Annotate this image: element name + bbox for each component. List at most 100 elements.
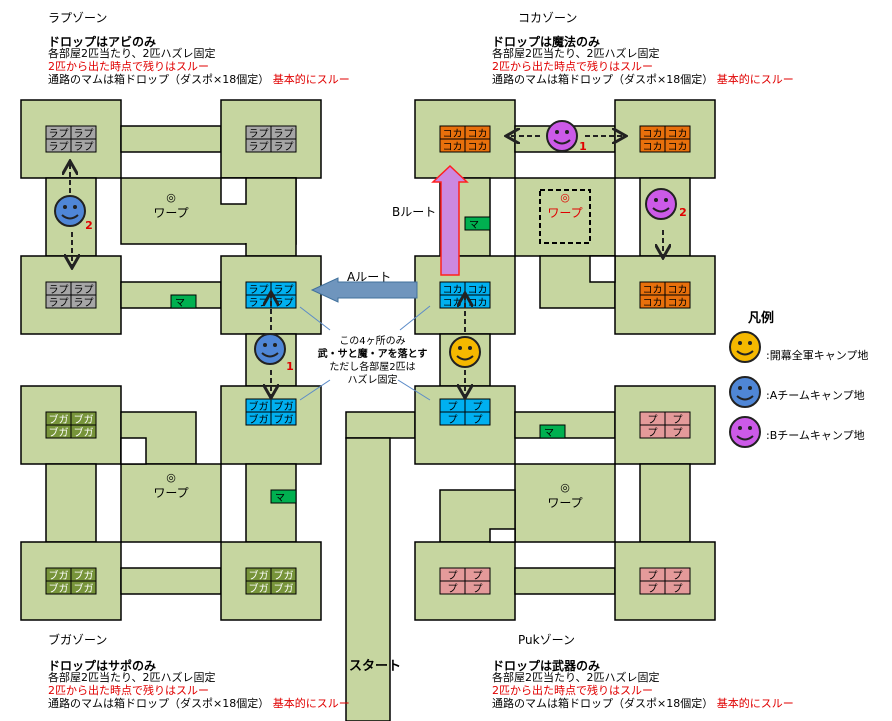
- route-a-arrow: [310, 277, 418, 303]
- zone-line3: 通路のマムは箱ドロップ（ダスポ×18個定） 基本的にスルー: [48, 697, 350, 710]
- monster-name: プ: [673, 583, 683, 595]
- zone-line3: 通路のマムは箱ドロップ（ダスポ×18個定） 基本的にスルー: [48, 73, 350, 86]
- monster-name: ブガ: [274, 582, 294, 595]
- monster-name: ブガ: [49, 426, 69, 439]
- route-a-label: Aルート: [347, 270, 392, 284]
- mouth: [456, 355, 474, 361]
- monster-name: ブガ: [74, 413, 94, 426]
- mouth: [736, 350, 754, 356]
- eye: [565, 130, 569, 134]
- eye: [654, 198, 658, 202]
- monster-name: コカ: [443, 284, 463, 296]
- monster-name: ブガ: [249, 400, 269, 413]
- monster-name: ブガ: [249, 569, 269, 582]
- warp-label: ワープ: [153, 206, 188, 220]
- wall-notch: [220, 177, 247, 205]
- monster-name: プ: [473, 401, 483, 413]
- eye: [263, 343, 267, 347]
- mam-box: [170, 294, 197, 309]
- monster-name: コカ: [468, 284, 488, 296]
- eye: [738, 341, 742, 345]
- zone-line3: 通路のマムは箱ドロップ（ダスポ×18個定） 基本的にスルー: [492, 697, 794, 710]
- floor: [516, 569, 614, 593]
- monster-name: プ: [473, 570, 483, 582]
- start-label: スタート: [349, 659, 402, 674]
- monster-cell: [270, 580, 297, 595]
- monster-name: ラプ: [74, 284, 94, 296]
- special-rooms-note: この4ヶ所のみ 武・サと魔・アを落とす ただし各部屋2匹は ハズレ固定: [310, 335, 435, 387]
- monster-cell: [664, 294, 691, 309]
- legend-item-a: :Aチームキャンプ地: [766, 389, 865, 402]
- zone-drop-lap: ドロップはアビのみ: [48, 35, 157, 49]
- monster-name: コカ: [443, 297, 463, 309]
- monster-name: プ: [648, 414, 658, 426]
- mouth: [736, 435, 754, 441]
- monster-name: コカ: [668, 284, 688, 296]
- monster-name: ラプ: [274, 141, 294, 153]
- monster-name: プ: [648, 583, 658, 595]
- monster-name: ラプ: [274, 284, 294, 296]
- monster-cell: [464, 580, 491, 595]
- team-b-camp-icon: [546, 120, 578, 152]
- monster-name: コカ: [643, 141, 663, 153]
- warp-icon: ◎: [560, 191, 570, 204]
- monster-name: ブガ: [74, 426, 94, 439]
- eye: [738, 426, 742, 430]
- legend-team-a-icon: [729, 376, 761, 408]
- mouth: [652, 207, 670, 213]
- legend-item-b: :Bチームキャンプ地: [766, 429, 865, 442]
- zone-title-lap: ラプゾーン: [48, 11, 108, 25]
- eye: [748, 426, 752, 430]
- legend-title: 凡例: [748, 311, 775, 326]
- floor: [516, 465, 614, 541]
- monster-name: プ: [673, 414, 683, 426]
- floor: [347, 413, 414, 437]
- monster-name: ブガ: [49, 582, 69, 595]
- mam-label: マ: [275, 493, 285, 504]
- warp-label: ワープ: [153, 486, 188, 500]
- eye: [468, 346, 472, 350]
- eye: [458, 346, 462, 350]
- floor: [641, 465, 689, 541]
- eye: [273, 343, 277, 347]
- floor: [122, 569, 220, 593]
- monster-name: プ: [673, 427, 683, 439]
- wall-notch: [589, 255, 616, 283]
- monster-name: ラプ: [49, 284, 69, 296]
- mam-box: [539, 424, 566, 439]
- monster-name: ブガ: [49, 413, 69, 426]
- monster-cell: [70, 424, 97, 439]
- monster-name: コカ: [443, 141, 463, 153]
- eye: [664, 198, 668, 202]
- zone-line2: 2匹から出た時点で残りはスルー: [48, 684, 209, 697]
- eye: [63, 205, 67, 209]
- monster-name: ラプ: [249, 284, 269, 296]
- mouth: [736, 395, 754, 401]
- monster-name: コカ: [468, 141, 488, 153]
- wall-notch: [489, 528, 516, 543]
- warp-label: ワープ: [547, 496, 582, 510]
- monster-name: ラプ: [49, 297, 69, 309]
- team-a-camp-icon: [254, 333, 286, 365]
- zone-line3: 通路のマムは箱ドロップ（ダスポ×18個定） 基本的にスルー: [492, 73, 794, 86]
- mam-label: マ: [544, 428, 554, 439]
- route-b-arrow: [431, 164, 469, 276]
- monster-cell: [464, 411, 491, 426]
- monster-name: ブガ: [274, 400, 294, 413]
- monster-name: コカ: [643, 284, 663, 296]
- zone-line1: 各部屋2匹当たり、2匹ハズレ固定: [492, 671, 660, 684]
- zone-line1: 各部屋2匹当たり、2匹ハズレ固定: [48, 47, 216, 60]
- monster-name: ブガ: [249, 582, 269, 595]
- monster-cell: [664, 580, 691, 595]
- floor: [347, 439, 389, 720]
- zone-line2: 2匹から出た時点で残りはスルー: [492, 60, 653, 73]
- note-line: ただし各部屋2匹は: [329, 362, 416, 373]
- monster-name: ラプ: [274, 128, 294, 140]
- monster-cell: [270, 411, 297, 426]
- mam-box: [270, 489, 297, 504]
- wall-notch: [120, 437, 147, 465]
- note-pointer: [299, 379, 331, 401]
- warp-highlight-box: [539, 189, 591, 244]
